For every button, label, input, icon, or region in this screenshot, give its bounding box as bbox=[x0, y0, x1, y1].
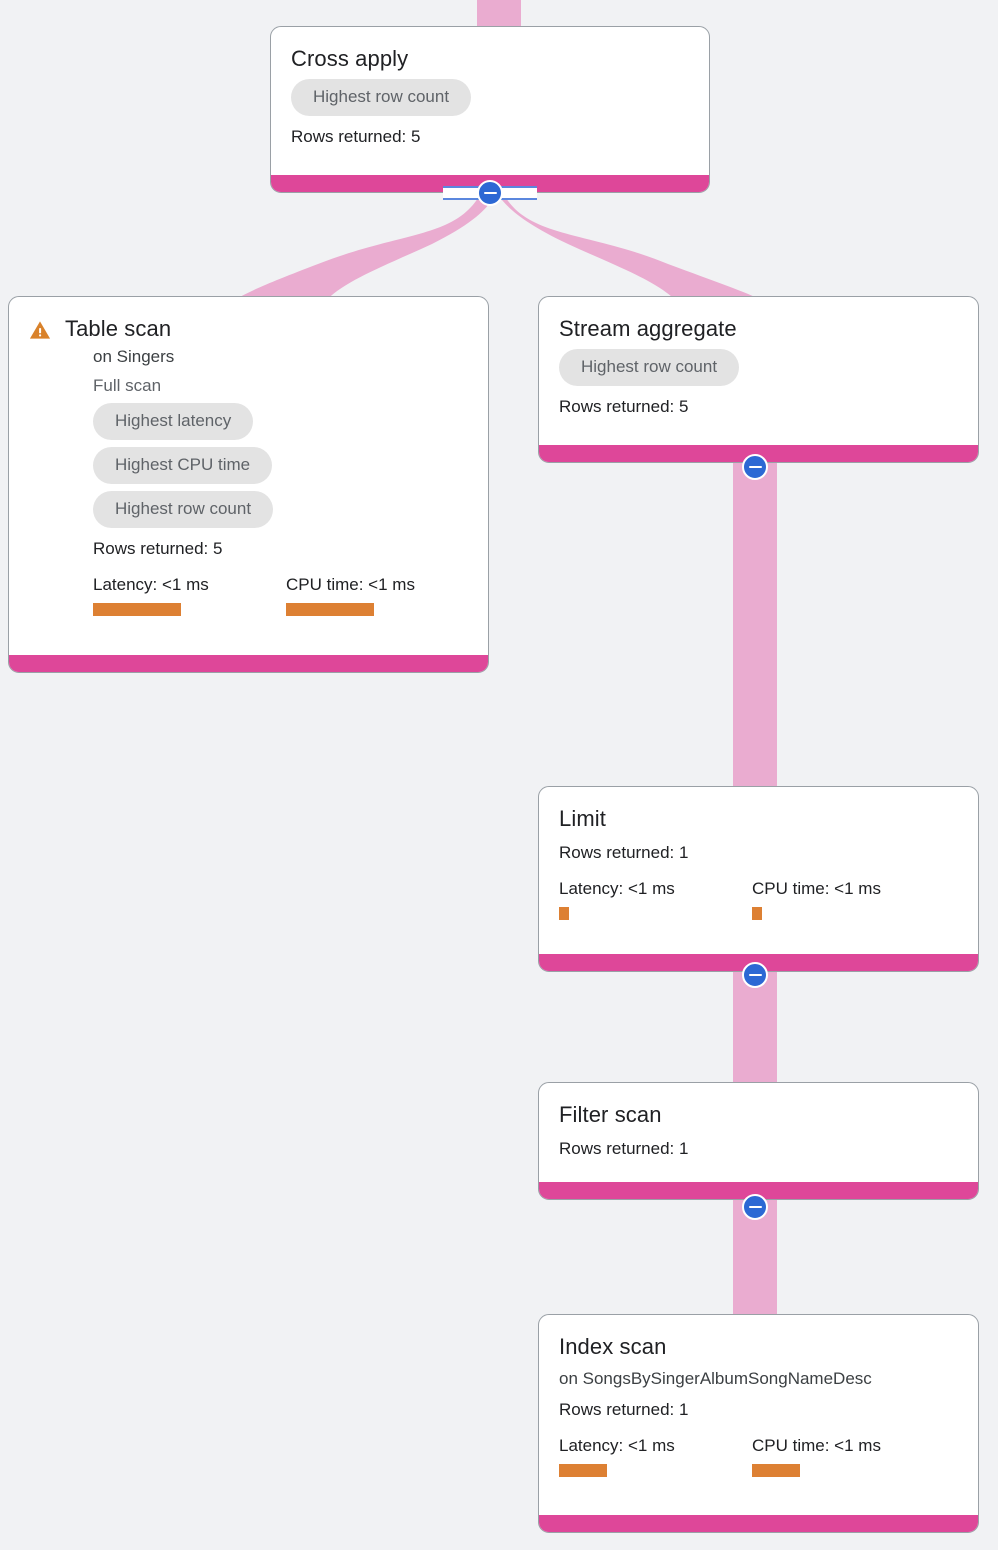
rows-returned: Rows returned: 1 bbox=[559, 1139, 689, 1158]
rows-returned: Rows returned: 5 bbox=[291, 127, 421, 146]
metric-cpu-time: CPU time: <1 ms bbox=[752, 1435, 881, 1477]
edge-crossapply-to-tablescan bbox=[224, 196, 472, 310]
edge-crossapply-tablescan-ribbon bbox=[224, 198, 492, 312]
node-body: Stream aggregate Highest row count Rows … bbox=[539, 297, 978, 445]
badge-highest-row-count: Highest row count bbox=[559, 349, 740, 386]
plan-node-table-scan[interactable]: Table scan on Singers Full scan Highest … bbox=[8, 296, 489, 673]
edge-streamaggregate-to-limit bbox=[733, 458, 777, 794]
rows-returned: Rows returned: 1 bbox=[559, 843, 689, 862]
node-detail-column: on Singers Full scan Highest latency Hig… bbox=[29, 342, 415, 616]
metric-latency: Latency: <1 ms bbox=[559, 1435, 752, 1477]
node-body: Index scan on SongsBySingerAlbumSongName… bbox=[539, 1315, 978, 1515]
metric-latency: Latency: <1 ms bbox=[93, 574, 286, 616]
node-subtitle-table: on Singers bbox=[93, 347, 175, 366]
metric-latency-label: Latency: <1 ms bbox=[559, 1436, 675, 1455]
node-body: Limit Rows returned: 1 Latency: <1 ms CP… bbox=[539, 787, 978, 954]
node-header: Filter scan bbox=[559, 1100, 662, 1130]
collapse-toggle-stream-aggregate[interactable] bbox=[742, 454, 768, 480]
plan-node-stream-aggregate[interactable]: Stream aggregate Highest row count Rows … bbox=[538, 296, 979, 463]
node-title: Stream aggregate bbox=[559, 316, 737, 341]
collapse-toggle-cross-apply[interactable] bbox=[477, 180, 503, 206]
badge-highest-latency: Highest latency bbox=[93, 403, 254, 440]
plan-node-filter-scan[interactable]: Filter scan Rows returned: 1 bbox=[538, 1082, 979, 1200]
metric-latency-label: Latency: <1 ms bbox=[93, 575, 209, 594]
metric-cpu-time-bar bbox=[752, 1464, 800, 1477]
metric-latency-label: Latency: <1 ms bbox=[559, 879, 675, 898]
warning-icon bbox=[29, 321, 51, 339]
metric-latency-bar bbox=[559, 1464, 607, 1477]
edge-crossapply-to-streamaggregate bbox=[502, 198, 778, 312]
rows-returned: Rows returned: 1 bbox=[559, 1400, 689, 1419]
metric-cpu-time: CPU time: <1 ms bbox=[286, 574, 415, 616]
plan-node-limit[interactable]: Limit Rows returned: 1 Latency: <1 ms CP… bbox=[538, 786, 979, 972]
node-subtitle-index: on SongsBySingerAlbumSongNameDesc bbox=[559, 1369, 872, 1388]
metric-cpu-time-label: CPU time: <1 ms bbox=[752, 1436, 881, 1455]
node-title: Limit bbox=[559, 806, 606, 831]
collapse-toggle-filter-scan[interactable] bbox=[742, 1194, 768, 1220]
badge-highest-row-count: Highest row count bbox=[291, 79, 472, 116]
plan-node-cross-apply[interactable]: Cross apply Highest row count Rows retur… bbox=[270, 26, 710, 193]
node-header: Stream aggregate bbox=[559, 314, 737, 344]
metric-cpu-time-label: CPU time: <1 ms bbox=[286, 575, 415, 594]
rows-returned: Rows returned: 5 bbox=[559, 397, 689, 416]
node-header: Cross apply bbox=[291, 44, 408, 74]
node-body: Filter scan Rows returned: 1 bbox=[539, 1083, 978, 1182]
node-accent-bar bbox=[539, 1515, 978, 1532]
node-body: Table scan on Singers Full scan Highest … bbox=[9, 297, 488, 655]
metric-latency-bar bbox=[93, 603, 181, 616]
metrics-row: Latency: <1 ms CPU time: <1 ms bbox=[559, 878, 958, 920]
collapse-toggle-limit[interactable] bbox=[742, 962, 768, 988]
metric-latency: Latency: <1 ms bbox=[559, 878, 752, 920]
metrics-row: Latency: <1 ms CPU time: <1 ms bbox=[559, 1435, 958, 1477]
edge-root-inlet bbox=[477, 0, 521, 28]
metric-cpu-time-label: CPU time: <1 ms bbox=[752, 879, 881, 898]
node-body: Cross apply Highest row count Rows retur… bbox=[271, 27, 709, 175]
node-subtitle-scantype: Full scan bbox=[93, 376, 162, 395]
node-title: Index scan bbox=[559, 1334, 667, 1359]
node-accent-bar bbox=[9, 655, 488, 672]
node-header: Index scan bbox=[559, 1332, 666, 1362]
metric-cpu-time-bar bbox=[286, 603, 374, 616]
node-title: Cross apply bbox=[291, 46, 409, 71]
rows-returned: Rows returned: 5 bbox=[93, 539, 223, 558]
metric-cpu-time: CPU time: <1 ms bbox=[752, 878, 881, 920]
plan-node-index-scan[interactable]: Index scan on SongsBySingerAlbumSongName… bbox=[538, 1314, 979, 1533]
node-header: Limit bbox=[559, 804, 606, 834]
node-title: Filter scan bbox=[559, 1102, 662, 1127]
metrics-row: Latency: <1 ms CPU time: <1 ms bbox=[93, 574, 415, 616]
node-header: Table scan bbox=[29, 314, 171, 344]
badge-highest-cpu-time: Highest CPU time bbox=[93, 447, 273, 484]
metric-cpu-time-bar bbox=[752, 907, 762, 920]
node-title: Table scan bbox=[65, 316, 172, 341]
badge-highest-row-count: Highest row count bbox=[93, 491, 274, 528]
metric-latency-bar bbox=[559, 907, 569, 920]
